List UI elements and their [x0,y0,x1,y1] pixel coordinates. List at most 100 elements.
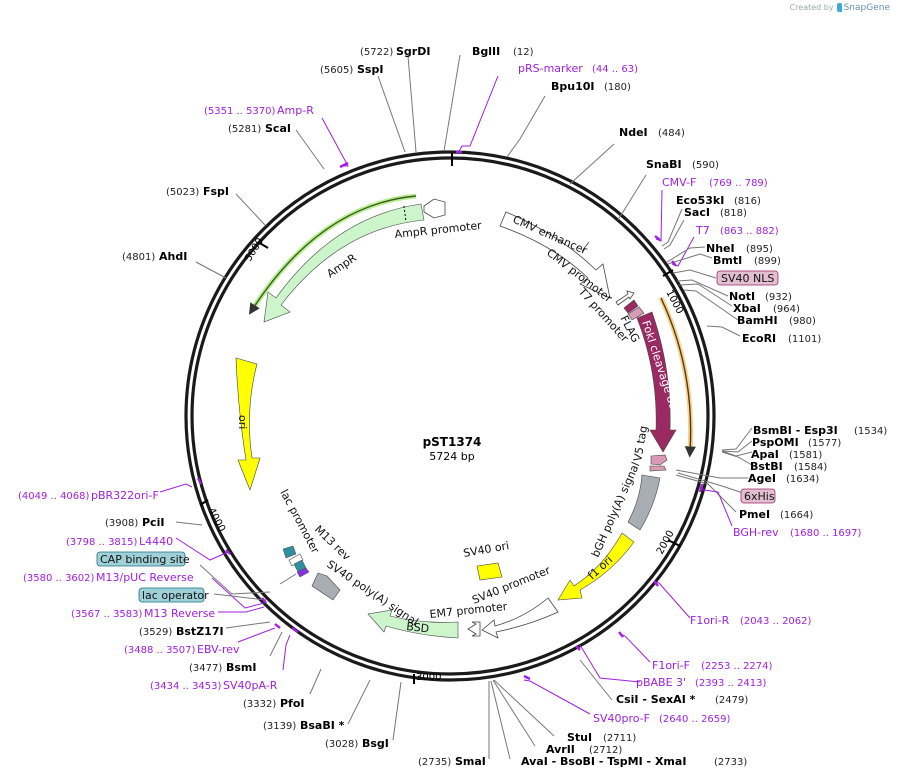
primer-f1ori-f[interactable]: F1ori-F [652,659,690,672]
ampr-promoter-arrow[interactable] [423,198,446,219]
bgh-polya-signal-feature[interactable] [627,474,661,531]
enzyme-bstbi[interactable]: BstBI [750,460,783,473]
primer-prs-marker[interactable]: pRS-marker [518,62,583,75]
svg-text:(3580 .. 3602): (3580 .. 3602) [23,573,95,584]
enzyme-xbai[interactable]: XbaI [733,302,761,315]
enzyme-nhei[interactable]: NheI [706,242,735,255]
orf-arrow[interactable] [660,297,696,458]
enzyme-fspi[interactable]: FspI [203,185,229,198]
enzyme-pspomi[interactable]: PspOMI [752,436,799,449]
flag-feature[interactable] [623,299,639,314]
primer-ebv-rev[interactable]: EBV-rev [197,643,240,656]
enzyme-pfoi[interactable]: PfoI [280,697,305,710]
6xhis-box[interactable]: 6xHis [740,488,776,504]
enzyme-snabi[interactable]: SnaBI [646,158,682,171]
svg-text:(3798 .. 3815): (3798 .. 3815) [66,537,138,548]
enzyme-apai[interactable]: ApaI [751,448,779,461]
tick-marks [199,152,681,684]
svg-text:(4049 .. 4068): (4049 .. 4068) [18,491,90,502]
primer-m13-reverse[interactable]: M13 Reverse [144,607,215,620]
ori-label: ori [236,415,249,429]
primer-amp-r[interactable]: Amp-R [277,104,314,117]
enzyme-bsabi[interactable]: BsaBI * [300,719,345,732]
bsd-arrow[interactable] [367,609,459,639]
enzyme-labels: (5722) SgrDI BglII (12) (5605) SspI Bpu1… [105,45,887,768]
enzyme-bamhi[interactable]: BamHI [737,314,778,327]
enzyme-csii-sexai[interactable]: CsiI - SexAI * [616,693,696,706]
enzyme-ahdi[interactable]: AhdI [159,250,187,263]
v5-tag-feature[interactable] [650,454,668,466]
svg-text:(5351 .. 5370): (5351 .. 5370) [204,106,276,117]
enzyme-scai[interactable]: ScaI [265,122,291,135]
primer-f1ori-r[interactable]: F1ori-R [690,614,730,627]
ori-arrow[interactable] [235,357,261,491]
enzyme-bsgi[interactable]: BsgI [362,737,389,750]
enzyme-stui[interactable]: StuI [567,731,592,744]
svg-text:6xHis: 6xHis [744,490,775,503]
enzyme-sspi[interactable]: SspI [357,63,383,76]
enzyme-avai-bsobi-tspmi-xmai[interactable]: AvaI - BsoBI - TspMI - XmaI [521,755,686,768]
plasmid-length: 5724 bp [429,450,474,463]
primer-cmv-f[interactable]: CMV-F [662,176,696,189]
enzyme-bmti[interactable]: BmtI [713,254,742,267]
svg-text:(3567 .. 3583): (3567 .. 3583) [71,609,143,620]
foki-cleavage-domain-arrow[interactable] [636,311,677,453]
primer-sv40pa-r[interactable]: SV40pA-R [223,679,278,692]
enzyme-agei[interactable]: AgeI [748,472,776,485]
flag-tag-feature[interactable] [627,306,645,321]
sv40-ori-label: SV40 ori [462,539,510,560]
svg-text:(2640 .. 2659): (2640 .. 2659) [659,714,731,725]
sv40-ori-feature[interactable] [476,562,503,581]
primer-pbr322ori-f[interactable]: pBR322ori-F [91,489,159,502]
ampr-arrow[interactable] [263,203,425,323]
t7-promoter-arrow[interactable] [615,290,635,306]
cmv-enhancer-promoter-arrow[interactable] [499,211,611,299]
enzyme-avrii[interactable]: AvrII [546,743,575,756]
primer-m13-puc-reverse[interactable]: M13/pUC Reverse [96,571,194,584]
svg-text:(2711): (2711) [603,733,636,744]
enzyme-pcii[interactable]: PciI [142,516,164,529]
svg-text:(1534): (1534) [854,426,887,437]
lac-promoter-arrow[interactable] [288,553,304,567]
sv40-promoter-arrow[interactable] [481,597,559,639]
enzyme-saci[interactable]: SacI [684,206,710,219]
sv40-polya-feature[interactable] [311,572,341,601]
sv40-nls-box[interactable]: SV40 NLS [716,270,779,286]
enzyme-ndei[interactable]: NdeI [619,126,648,139]
primer-t7[interactable]: T7 [695,224,710,237]
enzyme-bstz17i[interactable]: BstZ17I [176,625,224,638]
credit-prefix: Created by [789,3,834,12]
enzyme-bpu10i[interactable]: Bpu10I [551,80,595,93]
svg-text:(2393 .. 2413): (2393 .. 2413) [695,678,767,689]
em7-promoter-arrow[interactable] [467,621,481,637]
enzyme-eco53ki[interactable]: Eco53kI [676,194,724,207]
f1-ori-arrow[interactable] [557,532,635,601]
m13-rev-feature[interactable] [296,567,310,578]
svg-text:(769 .. 789): (769 .. 789) [709,178,768,189]
enzyme-bsmi[interactable]: BsmI [226,661,257,674]
svg-text:(590): (590) [692,160,719,171]
v5-tag-feature-2[interactable] [649,465,667,472]
cap-binding-site-feature[interactable] [282,545,297,559]
cap-binding-site-box[interactable]: CAP binding site [96,551,190,567]
primer-l4440[interactable]: L4440 [139,535,173,548]
primer-sv40pro-f[interactable]: SV40pro-F [593,712,650,725]
svg-text:(3488 .. 3507): (3488 .. 3507) [124,645,196,656]
enzyme-bglii[interactable]: BglII [472,45,500,58]
primer-bgh-rev[interactable]: BGH-rev [733,526,779,539]
enzyme-smai[interactable]: SmaI [455,755,486,768]
enzyme-noti[interactable]: NotI [729,290,755,303]
enzyme-sgrdi[interactable]: SgrDI [396,45,430,58]
svg-text:(3139): (3139) [263,721,296,732]
enzyme-pmei[interactable]: PmeI [739,508,770,521]
svg-text:(5722): (5722) [360,47,393,58]
svg-text:SV40 NLS: SV40 NLS [721,272,774,285]
primer-pbabe-3[interactable]: pBABE 3' [636,676,686,689]
svg-text:(2043 .. 2062): (2043 .. 2062) [740,616,812,627]
ampr-orf-arrow[interactable] [248,195,417,315]
svg-text:(44 .. 63): (44 .. 63) [592,64,638,75]
enzyme-bsmbi-esp3i[interactable]: BsmBI - Esp3I [753,424,838,437]
lac-operator-box[interactable]: lac operator [138,587,209,603]
enzyme-ecori[interactable]: EcoRI [742,332,776,345]
